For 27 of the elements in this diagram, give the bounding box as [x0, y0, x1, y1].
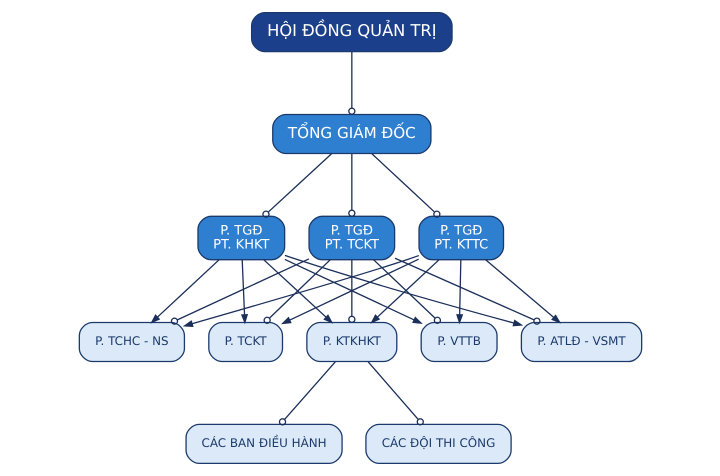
connector: [367, 361, 424, 426]
node-box: P. VTTB: [420, 322, 498, 362]
connector: [170, 258, 309, 325]
arrow: [456, 260, 463, 324]
connector: [348, 52, 356, 115]
arrow: [240, 260, 248, 324]
connector: [394, 258, 540, 325]
node-box: P. KTKHKT: [306, 322, 397, 362]
node-box: P. TGĐ PT. TCKT: [308, 216, 395, 260]
connector: [278, 361, 336, 426]
arrow: [484, 259, 561, 324]
node-box: CÁC BAN ĐIỀU HÀNH: [184, 424, 342, 464]
node-box: P. TCKT: [208, 322, 283, 362]
node-box: P. TCHC - NS: [78, 322, 185, 362]
node-box: P. TGĐ PT. KHKT: [196, 216, 285, 260]
arrow: [284, 254, 523, 326]
connector: [348, 154, 356, 217]
arrow: [182, 254, 418, 328]
node-box: P. TGĐ PT. KTTC: [418, 216, 504, 260]
connector: [348, 260, 356, 324]
node-box: TỔNG GIÁM ĐỐC: [272, 114, 432, 154]
node-box: HỘI ĐỒNG QUẢN TRỊ: [250, 12, 452, 52]
node-box: P. ATLĐ - VSMT: [520, 322, 642, 362]
arrow: [150, 259, 220, 324]
connector: [262, 153, 332, 218]
node-box: CÁC ĐỘI THI CÔNG: [364, 424, 512, 464]
connector: [370, 153, 440, 218]
